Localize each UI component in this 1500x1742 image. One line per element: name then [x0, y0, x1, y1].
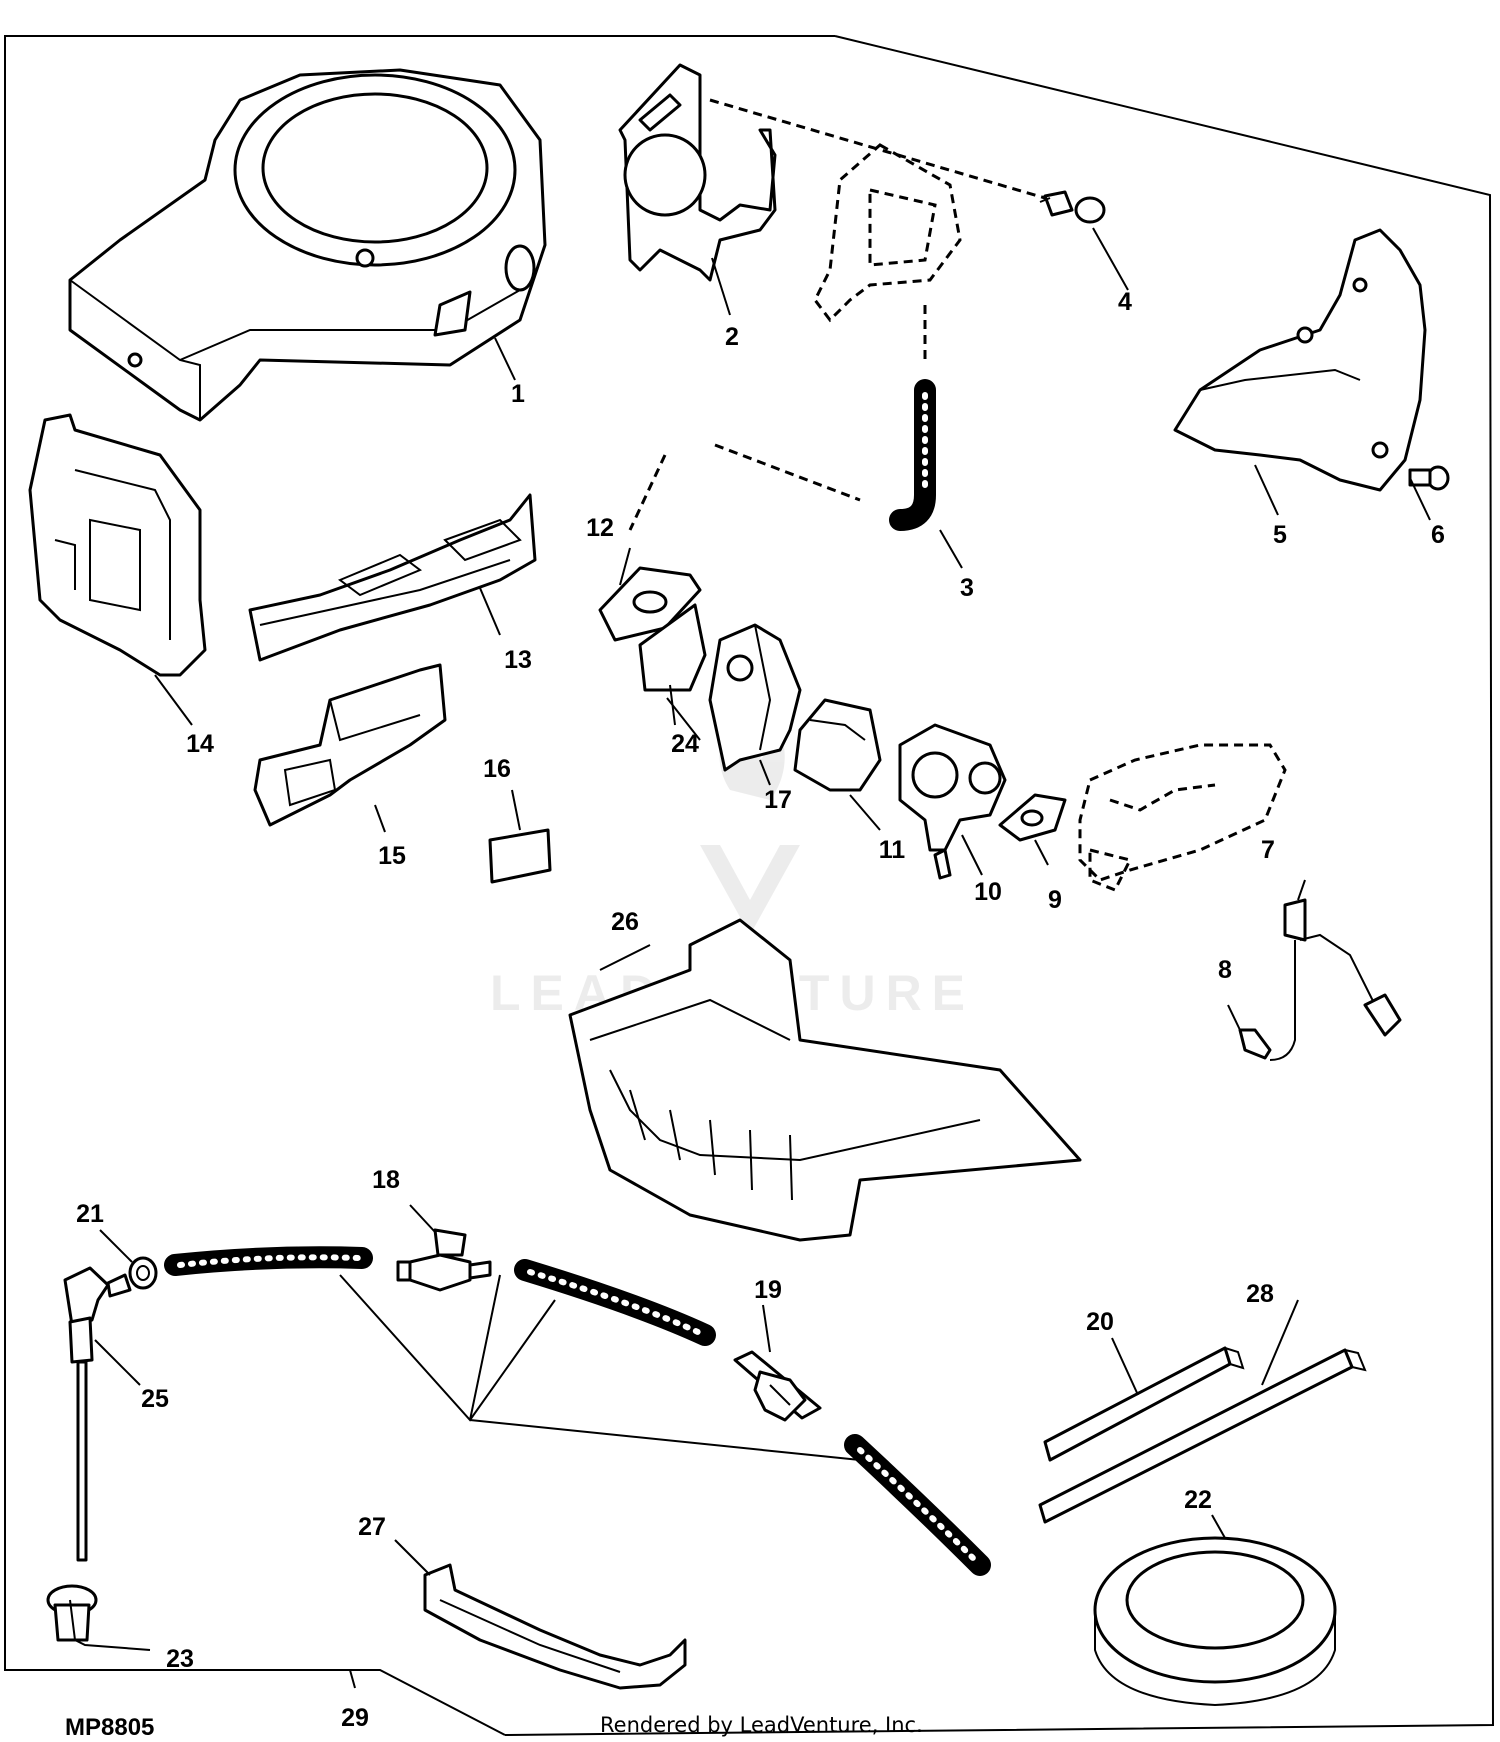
- fuel-hose-short: [889, 379, 936, 531]
- hose-nut: [128, 1256, 158, 1290]
- lower-shroud: [568, 918, 1082, 1242]
- hidden-air-cleaner-outline: [1078, 743, 1287, 892]
- foam-strip-short: [1043, 1346, 1245, 1462]
- blower-housing: [68, 68, 547, 422]
- callout-16: 16: [483, 755, 511, 783]
- callout-13: 13: [504, 646, 532, 674]
- callout-14: 14: [186, 730, 214, 758]
- carburetor-unit: [898, 723, 1007, 880]
- callout-22: 22: [1184, 1486, 1212, 1514]
- leader-lines: [69, 227, 1431, 1689]
- diagram-frame: [4, 35, 835, 1736]
- callout-2: 2: [725, 323, 739, 351]
- foam-strip-long: [1038, 1348, 1367, 1524]
- callout-10: 10: [974, 878, 1002, 906]
- screw-part: [1408, 465, 1450, 491]
- alignment-line: [709, 98, 1046, 200]
- air-guide: [248, 493, 537, 662]
- callout-24: 24: [671, 730, 699, 758]
- heat-shield: [1173, 228, 1427, 492]
- callout-7: 7: [1261, 836, 1275, 864]
- callout-6: 6: [1431, 521, 1445, 549]
- callout-21: 21: [76, 1200, 104, 1228]
- callout-3: 3: [960, 574, 974, 602]
- carburetor-gasket: [998, 793, 1067, 842]
- alignment-line: [714, 443, 861, 502]
- callout-15: 15: [378, 842, 406, 870]
- callout-19: 19: [754, 1276, 782, 1304]
- gasket-plate: [638, 603, 707, 692]
- callout-4: 4: [1118, 288, 1132, 316]
- callout-5: 5: [1273, 521, 1287, 549]
- callout-20: 20: [1086, 1308, 1114, 1336]
- carburetor-spacer: [708, 623, 802, 772]
- callout-27: 27: [358, 1513, 386, 1541]
- deflector: [253, 663, 447, 827]
- alignment-line: [628, 454, 667, 531]
- foam-ring: [1093, 1536, 1337, 1707]
- clip-strap: [423, 1563, 687, 1690]
- callout-18: 18: [372, 1166, 400, 1194]
- shutoff-valve: [396, 1228, 492, 1292]
- callout-29: 29: [341, 1704, 369, 1732]
- callout-23: 23: [166, 1645, 194, 1673]
- callout-9: 9: [1048, 886, 1062, 914]
- render-credit: Rendered by LeadVenture, Inc.: [600, 1713, 923, 1737]
- callout-28: 28: [1246, 1280, 1274, 1308]
- fuel-filter: [733, 1350, 822, 1422]
- fuel-hose-segments: [164, 1246, 991, 1576]
- small-gasket: [488, 828, 552, 884]
- callout-1: 1: [511, 380, 525, 408]
- tank-bushing: [46, 1584, 98, 1642]
- callout-12: 12: [586, 514, 614, 542]
- bracket-plate: [618, 63, 777, 282]
- callout-26: 26: [611, 908, 639, 936]
- flange-gasket: [598, 566, 702, 642]
- callout-11: 11: [879, 836, 906, 864]
- hidden-carburetor-outline: [813, 143, 962, 360]
- reference-code: MP8805: [65, 1714, 154, 1741]
- engine-baffle: [28, 413, 207, 677]
- insulator-block: [793, 698, 882, 792]
- callout-17: 17: [764, 786, 792, 814]
- callout-8: 8: [1218, 956, 1232, 984]
- callout-25: 25: [141, 1385, 169, 1413]
- ground-wire: [1238, 898, 1402, 1061]
- callout-labels: 1 2 3 4 5 6 7 8 9 10 11 12 13 14 15 16 1…: [76, 288, 1445, 1732]
- diagram-frame-right: [504, 35, 1495, 1736]
- bolt-part: [1039, 190, 1106, 224]
- fuel-pickup: [63, 1266, 132, 1562]
